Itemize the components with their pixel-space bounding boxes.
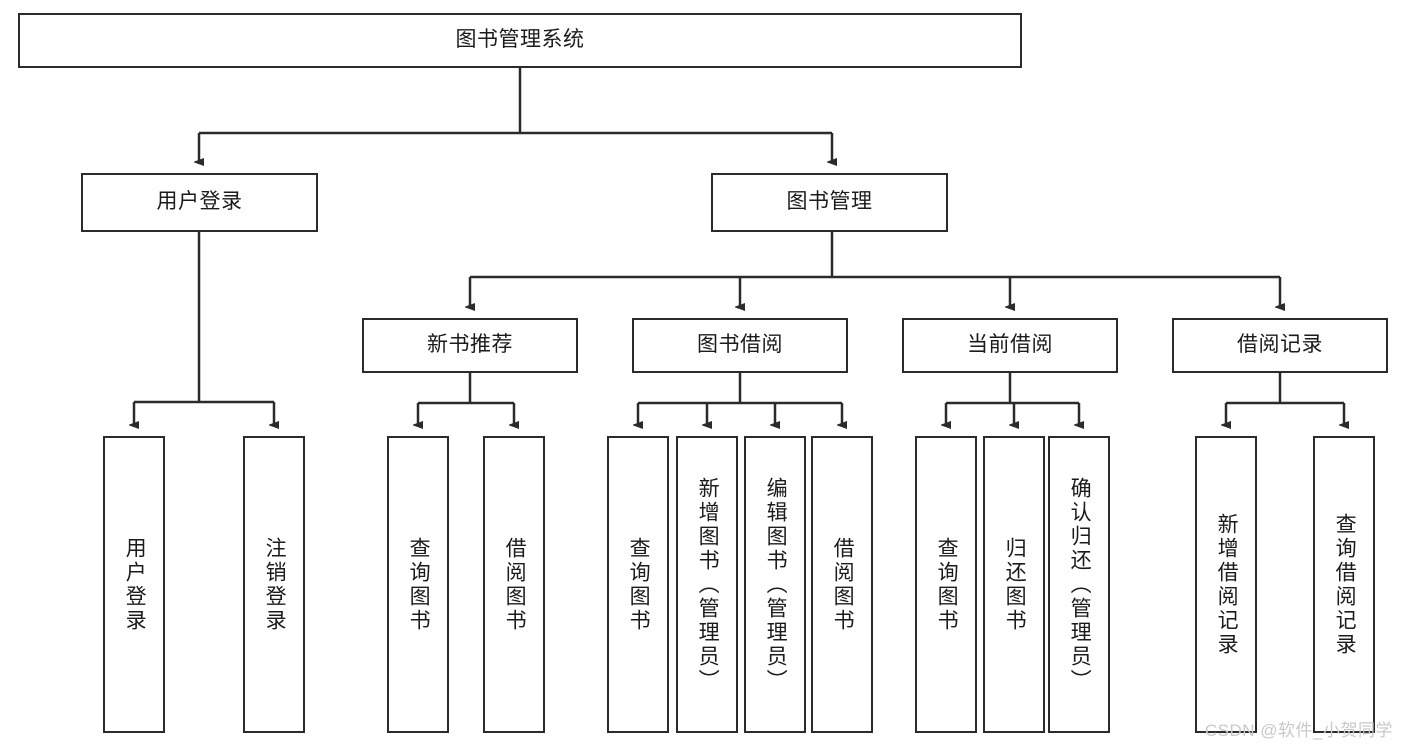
node-label: 注销登录: [263, 536, 287, 633]
node-label: 查询图书: [627, 536, 651, 633]
node-label: 图书借阅: [697, 333, 783, 357]
node-label: 图书管理: [786, 190, 873, 214]
node-label: 新增借阅记录: [1215, 512, 1239, 657]
node-current-borrow[interactable]: 当前借阅: [902, 318, 1118, 373]
leaf-user-login[interactable]: 用户登录: [103, 436, 165, 733]
node-new-book-recommend[interactable]: 新书推荐: [362, 318, 578, 373]
leaf-query-book-1[interactable]: 查询图书: [387, 436, 449, 733]
leaf-logout[interactable]: 注销登录: [243, 436, 305, 733]
node-label: 确认归还（管理员）: [1068, 476, 1092, 693]
node-label: 用户登录: [156, 190, 243, 214]
node-label: 用户登录: [123, 536, 147, 633]
leaf-borrow-book-1[interactable]: 借阅图书: [483, 436, 545, 733]
node-label: 编辑图书（管理员）: [764, 476, 788, 693]
leaf-confirm-return[interactable]: 确认归还（管理员）: [1048, 436, 1110, 733]
node-label: 图书管理系统: [455, 28, 585, 52]
node-label: 查询图书: [935, 536, 959, 633]
node-label: 新书推荐: [427, 333, 513, 357]
leaf-borrow-book-2[interactable]: 借阅图书: [811, 436, 873, 733]
node-label: 查询图书: [407, 536, 431, 633]
node-book-manage[interactable]: 图书管理: [711, 173, 948, 232]
leaf-query-book-2[interactable]: 查询图书: [607, 436, 669, 733]
node-book-borrow[interactable]: 图书借阅: [632, 318, 848, 373]
node-label: 归还图书: [1003, 536, 1027, 633]
leaf-query-record[interactable]: 查询借阅记录: [1313, 436, 1375, 733]
node-user-login[interactable]: 用户登录: [81, 173, 318, 232]
watermark: CSDN @软件_小贺同学: [1204, 721, 1393, 740]
node-label: 借阅记录: [1237, 333, 1323, 357]
leaf-add-record[interactable]: 新增借阅记录: [1195, 436, 1257, 733]
node-borrow-record[interactable]: 借阅记录: [1172, 318, 1388, 373]
node-label: 新增图书（管理员）: [696, 476, 720, 693]
leaf-edit-book[interactable]: 编辑图书（管理员）: [744, 436, 806, 733]
node-label: 查询借阅记录: [1333, 512, 1357, 657]
node-root[interactable]: 图书管理系统: [18, 13, 1022, 68]
leaf-add-book[interactable]: 新增图书（管理员）: [676, 436, 738, 733]
node-label: 当前借阅: [967, 333, 1053, 357]
node-label: 借阅图书: [831, 536, 855, 633]
leaf-return-book[interactable]: 归还图书: [983, 436, 1045, 733]
leaf-query-book-3[interactable]: 查询图书: [915, 436, 977, 733]
node-label: 借阅图书: [503, 536, 527, 633]
